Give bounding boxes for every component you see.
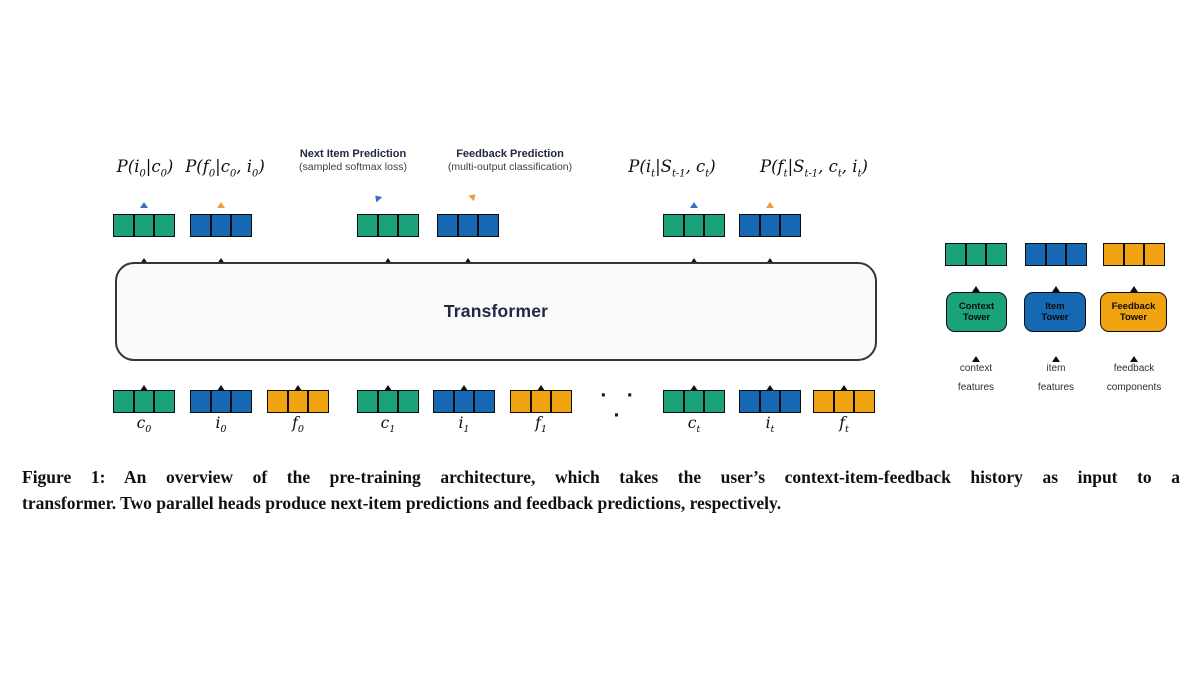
context-token (663, 390, 725, 413)
up-arrow-icon (384, 241, 393, 264)
feedback-components-label: feedback components (1106, 363, 1162, 393)
item-token (190, 390, 252, 413)
next-item-arrow-icon (140, 185, 149, 211)
input-token-label: ct (687, 414, 701, 436)
input-token-label: it (765, 414, 775, 436)
up-arrow-icon (1052, 269, 1061, 292)
up-arrow-icon (690, 368, 699, 391)
up-arrow-icon (766, 241, 775, 264)
up-arrow-icon (384, 368, 393, 391)
up-arrow-icon (217, 368, 226, 391)
input-token-label: c1 (380, 414, 396, 436)
context-token (357, 390, 419, 413)
context-token (113, 390, 175, 413)
transformer-label: Transformer (443, 301, 549, 321)
caption-line: Figure 1: An overview of the pre-trainin… (22, 467, 1180, 487)
next-item-arrow-icon (360, 180, 392, 212)
item-token (739, 390, 801, 413)
feedback-token (267, 390, 329, 413)
feedback-embedding-token (1103, 243, 1165, 266)
up-arrow-icon (690, 241, 699, 264)
output-prob-label: P(ft|St-1, ct, it) (760, 157, 868, 180)
input-token-label: ft (839, 414, 849, 436)
up-arrow-icon (140, 241, 149, 264)
input-token-label: c0 (136, 414, 152, 436)
item-output-token (437, 214, 499, 237)
next-item-prediction-label: Next Item Prediction (sampled softmax lo… (286, 148, 420, 174)
output-prob-label: P(it|St-1, ct) (628, 157, 716, 180)
input-token-label: i0 (215, 414, 227, 436)
feedback-token (813, 390, 875, 413)
up-arrow-icon (1130, 339, 1139, 362)
head-subtitle: (sampled softmax loss) (299, 161, 407, 173)
context-embedding-token (945, 243, 1007, 266)
up-arrow-icon (217, 241, 226, 264)
ellipsis: · · · (600, 386, 640, 426)
item-tower-box: Item Tower (1024, 292, 1086, 332)
item-embedding-token (1025, 243, 1087, 266)
next-item-arrow-icon (690, 185, 699, 211)
head-subtitle: (multi-output classification) (447, 161, 573, 173)
up-arrow-icon (766, 368, 775, 391)
context-output-token (113, 214, 175, 237)
up-arrow-icon (294, 368, 303, 391)
output-prob-label: P(i0|c0) (116, 157, 174, 180)
feedback-arrow-icon (457, 179, 491, 212)
item-token (433, 390, 495, 413)
up-arrow-icon (972, 339, 981, 362)
head-title: Next Item Prediction (299, 148, 407, 160)
up-arrow-icon (1130, 269, 1139, 292)
item-features-label: item features (1037, 363, 1075, 393)
feedback-tower-box: Feedback Tower (1100, 292, 1167, 332)
feedback-token (510, 390, 572, 413)
feedback-prediction-label: Feedback Prediction (multi-output classi… (440, 148, 580, 174)
up-arrow-icon (972, 269, 981, 292)
context-output-token (663, 214, 725, 237)
input-token-label: f0 (292, 414, 304, 436)
item-output-token (190, 214, 252, 237)
context-tower-box: Context Tower (946, 292, 1007, 332)
input-token-label: f1 (535, 414, 547, 436)
item-output-token (739, 214, 801, 237)
up-arrow-icon (140, 368, 149, 391)
feedback-arrow-icon (217, 185, 226, 211)
up-arrow-icon (464, 241, 473, 264)
figure-caption: Figure 1: An overview of the pre-trainin… (22, 464, 1180, 516)
caption-line: transformer. Two parallel heads produce … (22, 493, 782, 513)
context-output-token (357, 214, 419, 237)
up-arrow-icon (537, 368, 546, 391)
transformer-box: Transformer (115, 262, 877, 361)
up-arrow-icon (460, 368, 469, 391)
up-arrow-icon (1052, 339, 1061, 362)
context-features-label: context features (957, 363, 995, 393)
feedback-arrow-icon (766, 185, 775, 211)
up-arrow-icon (840, 368, 849, 391)
head-title: Feedback Prediction (456, 148, 564, 160)
input-token-label: i1 (458, 414, 470, 436)
output-prob-label: P(f0|c0, i0) (185, 157, 265, 180)
